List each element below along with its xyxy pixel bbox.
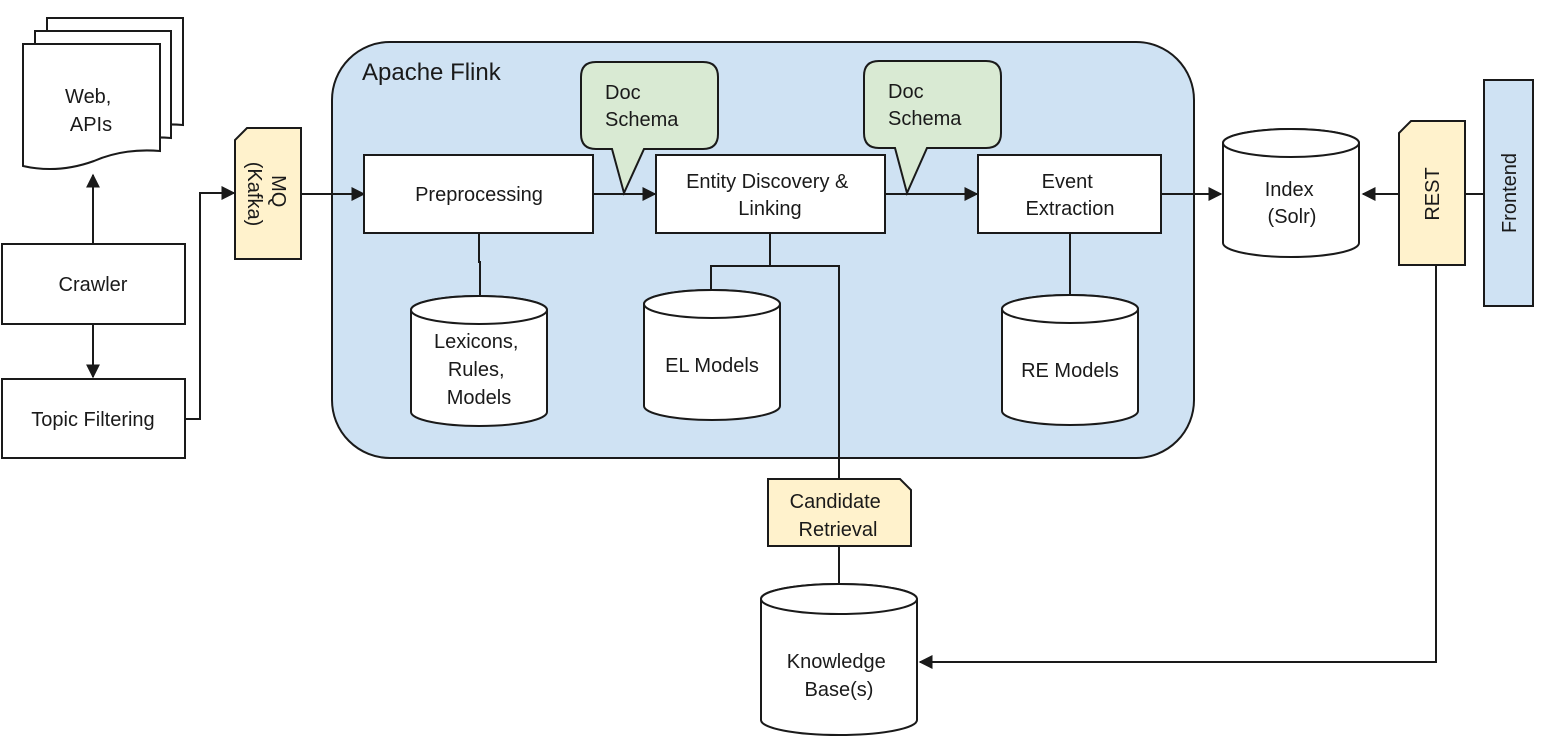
event-extraction-node: Event Extraction <box>977 154 1162 234</box>
edges <box>86 173 1483 669</box>
knowledge-base-database: Knowledge Base(s) <box>760 583 918 736</box>
el-models-database: EL Models <box>643 289 781 421</box>
document-front <box>22 43 161 170</box>
mq-kafka-node: MQ (Kafka) <box>234 127 302 260</box>
index-solr-database: Index (Solr) <box>1222 128 1360 258</box>
lexicons-database: Lexicons, Rules, Models <box>410 295 548 427</box>
knowledge-base-label: Knowledge Base(s) <box>787 651 892 701</box>
rest-label: REST <box>1422 167 1444 220</box>
preprocessing-node: Preprocessing <box>363 154 594 234</box>
candidate-retrieval-node: Candidate Retrieval <box>767 478 912 547</box>
topic-filtering-label: Topic Filtering <box>31 409 154 431</box>
topic-filtering-node: Topic Filtering <box>1 378 186 459</box>
rest-node: REST <box>1398 120 1466 266</box>
doc-schema-2-label: Doc Schema <box>888 81 962 130</box>
entity-discovery-node: Entity Discovery & Linking <box>655 154 886 234</box>
edge-entity-to-candidate-retrieval <box>770 265 840 479</box>
doc-schema-callout-2: Doc Schema <box>863 60 1002 196</box>
web-apis-label: Web, APIs <box>65 86 117 136</box>
edge-entity-to-el-models <box>710 234 771 290</box>
event-extraction-label: Event Extraction <box>1026 171 1115 220</box>
entity-discovery-label: Entity Discovery & Linking <box>686 171 854 220</box>
edge-topic-filtering-to-mq <box>186 186 236 420</box>
index-solr-label: Index (Solr) <box>1265 179 1320 228</box>
lexicons-label: Lexicons, Rules, Models <box>434 331 524 409</box>
edge-preprocessing-to-lexicons <box>478 234 481 296</box>
web-apis-documents: Web, APIs <box>22 17 184 170</box>
candidate-retrieval-label: Candidate Retrieval <box>790 491 887 541</box>
edge-rest-to-knowledge-base <box>918 266 1437 669</box>
doc-schema-1-label: Doc Schema <box>605 82 679 131</box>
crawler-label: Crawler <box>59 274 128 296</box>
re-models-database: RE Models <box>1001 294 1139 426</box>
frontend-label: Frontend <box>1499 153 1521 233</box>
flink-title: Apache Flink <box>362 59 502 86</box>
frontend-node: Frontend <box>1483 79 1534 307</box>
crawler-node: Crawler <box>1 243 186 325</box>
mq-kafka-label: MQ (Kafka) <box>243 162 289 226</box>
re-models-label: RE Models <box>1021 360 1119 382</box>
el-models-label: EL Models <box>665 355 759 377</box>
doc-schema-callout-1: Doc Schema <box>580 61 719 196</box>
preprocessing-label: Preprocessing <box>415 184 543 206</box>
